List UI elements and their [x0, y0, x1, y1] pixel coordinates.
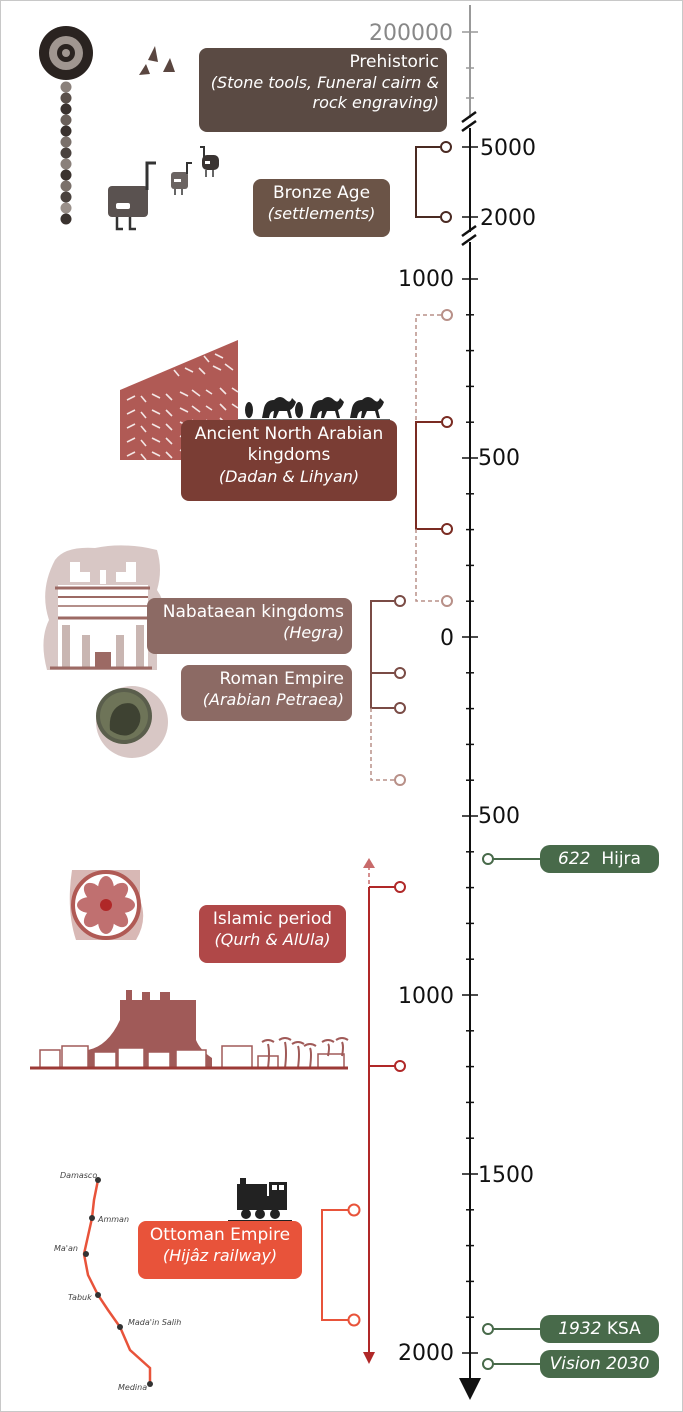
cairn-stone	[60, 202, 72, 214]
tick-label-200000: 200000	[369, 21, 453, 46]
period-box-ottoman: Ottoman Empire (Hijâz railway)	[138, 1221, 302, 1279]
rosette-petal	[83, 882, 106, 905]
cairn-stone	[60, 125, 72, 137]
event-hijra: 622 Hijra	[540, 845, 659, 873]
stone-tools-icon	[139, 46, 175, 75]
event-year: Vision 2030	[549, 1354, 650, 1374]
axis-arrow	[459, 1378, 481, 1400]
tick-label-500ad: 500	[478, 804, 520, 829]
period-box-prehistoric: Prehistoric (Stone tools, Funeral cairn …	[199, 48, 447, 132]
period-box-ancient-north-arabian: Ancient North Arabian kingdoms (Dadan & …	[181, 420, 397, 501]
event-ksa: 1932 KSA	[540, 1315, 659, 1343]
alula-fortress-illustration	[30, 990, 349, 1070]
period-box-bronze-age: Bronze Age (settlements)	[253, 179, 390, 237]
islamic-rosette-illustration	[69, 870, 144, 940]
period-title: Ancient North Arabian kingdoms	[194, 424, 384, 466]
islamic-period-bracket	[363, 858, 406, 1364]
period-title: Nabataean kingdoms	[162, 602, 344, 622]
tick-label-2000ad: 2000	[398, 1341, 454, 1366]
roman-coin-illustration	[96, 686, 168, 758]
tick-label-1500ad: 1500	[478, 1163, 534, 1188]
ancient-north-arabian-bracket	[415, 309, 453, 607]
cairn-stone	[60, 81, 72, 93]
period-subtitle: (Arabian Petraea)	[202, 690, 344, 710]
event-year: 622	[558, 849, 591, 869]
cairn-stone	[60, 180, 72, 192]
axis-break-top	[461, 110, 477, 133]
nabataean-roman-bracket	[370, 595, 406, 786]
map-city-maan: Ma'an	[54, 1244, 78, 1253]
period-subtitle: (Hegra)	[283, 623, 344, 643]
event-connectors	[482, 853, 545, 1370]
map-city-amman: Amman	[97, 1215, 129, 1224]
axis-break-bottom	[461, 224, 477, 247]
cairn-stone	[60, 158, 72, 170]
time-axis	[459, 5, 481, 1400]
event-label: Hijra	[601, 849, 641, 869]
period-subtitle: (Qurh & AlUla)	[214, 930, 331, 950]
period-subtitle: (Stone tools, Funeral cairn & rock engra…	[210, 73, 439, 113]
map-city-damasco: Damasco	[60, 1171, 97, 1180]
tick-label-500bc: 500	[478, 446, 520, 471]
period-title: Islamic period	[212, 909, 333, 929]
cairn-stone	[60, 191, 72, 203]
cairn-stone	[60, 103, 72, 115]
cairn-stone	[60, 114, 72, 126]
period-box-islamic: Islamic period (Qurh & AlUla)	[199, 905, 346, 963]
tick-label-5000: 5000	[480, 136, 536, 161]
map-city-madain-salih: Mada'in Salih	[128, 1318, 181, 1327]
map-city-medina: Medina	[118, 1383, 147, 1392]
event-label: KSA	[606, 1319, 641, 1339]
tick-label-1000bc: 1000	[398, 267, 454, 292]
hegra-tomb-illustration	[43, 545, 164, 670]
cairn-stone	[60, 136, 72, 148]
period-title: Bronze Age	[272, 183, 371, 203]
cairn-stone	[60, 169, 72, 181]
cairn-stone	[60, 147, 72, 159]
tick-label-0: 0	[440, 626, 454, 651]
hijaz-railway-map: Damasco Amman Ma'an Tabuk Mada'in Salih …	[54, 1171, 181, 1392]
tick-label-1000ad: 1000	[398, 984, 454, 1009]
period-box-nabataean: Nabataean kingdoms (Hegra)	[147, 598, 352, 654]
rock-engraving-animals	[108, 146, 219, 231]
period-title: Roman Empire	[219, 669, 345, 689]
hijaz-train-illustration	[228, 1178, 292, 1222]
event-year: 1932	[558, 1319, 602, 1339]
map-city-tabuk: Tabuk	[68, 1293, 92, 1302]
period-box-roman: Roman Empire (Arabian Petraea)	[181, 665, 352, 721]
cairn-stone	[60, 92, 72, 104]
period-title: Prehistoric	[349, 52, 439, 72]
cairn-stone	[60, 213, 72, 225]
bronze-age-bracket	[415, 141, 452, 223]
period-subtitle: (Hijâz railway)	[162, 1246, 278, 1266]
period-subtitle: (settlements)	[267, 204, 376, 224]
ottoman-bracket	[321, 1203, 361, 1327]
period-subtitle: (Dadan & Lihyan)	[218, 466, 360, 486]
funeral-cairn-illustration	[39, 26, 93, 225]
event-vision-2030: Vision 2030	[540, 1350, 659, 1378]
tick-label-2000bc: 2000	[480, 206, 536, 231]
period-title: Ottoman Empire	[149, 1225, 291, 1245]
